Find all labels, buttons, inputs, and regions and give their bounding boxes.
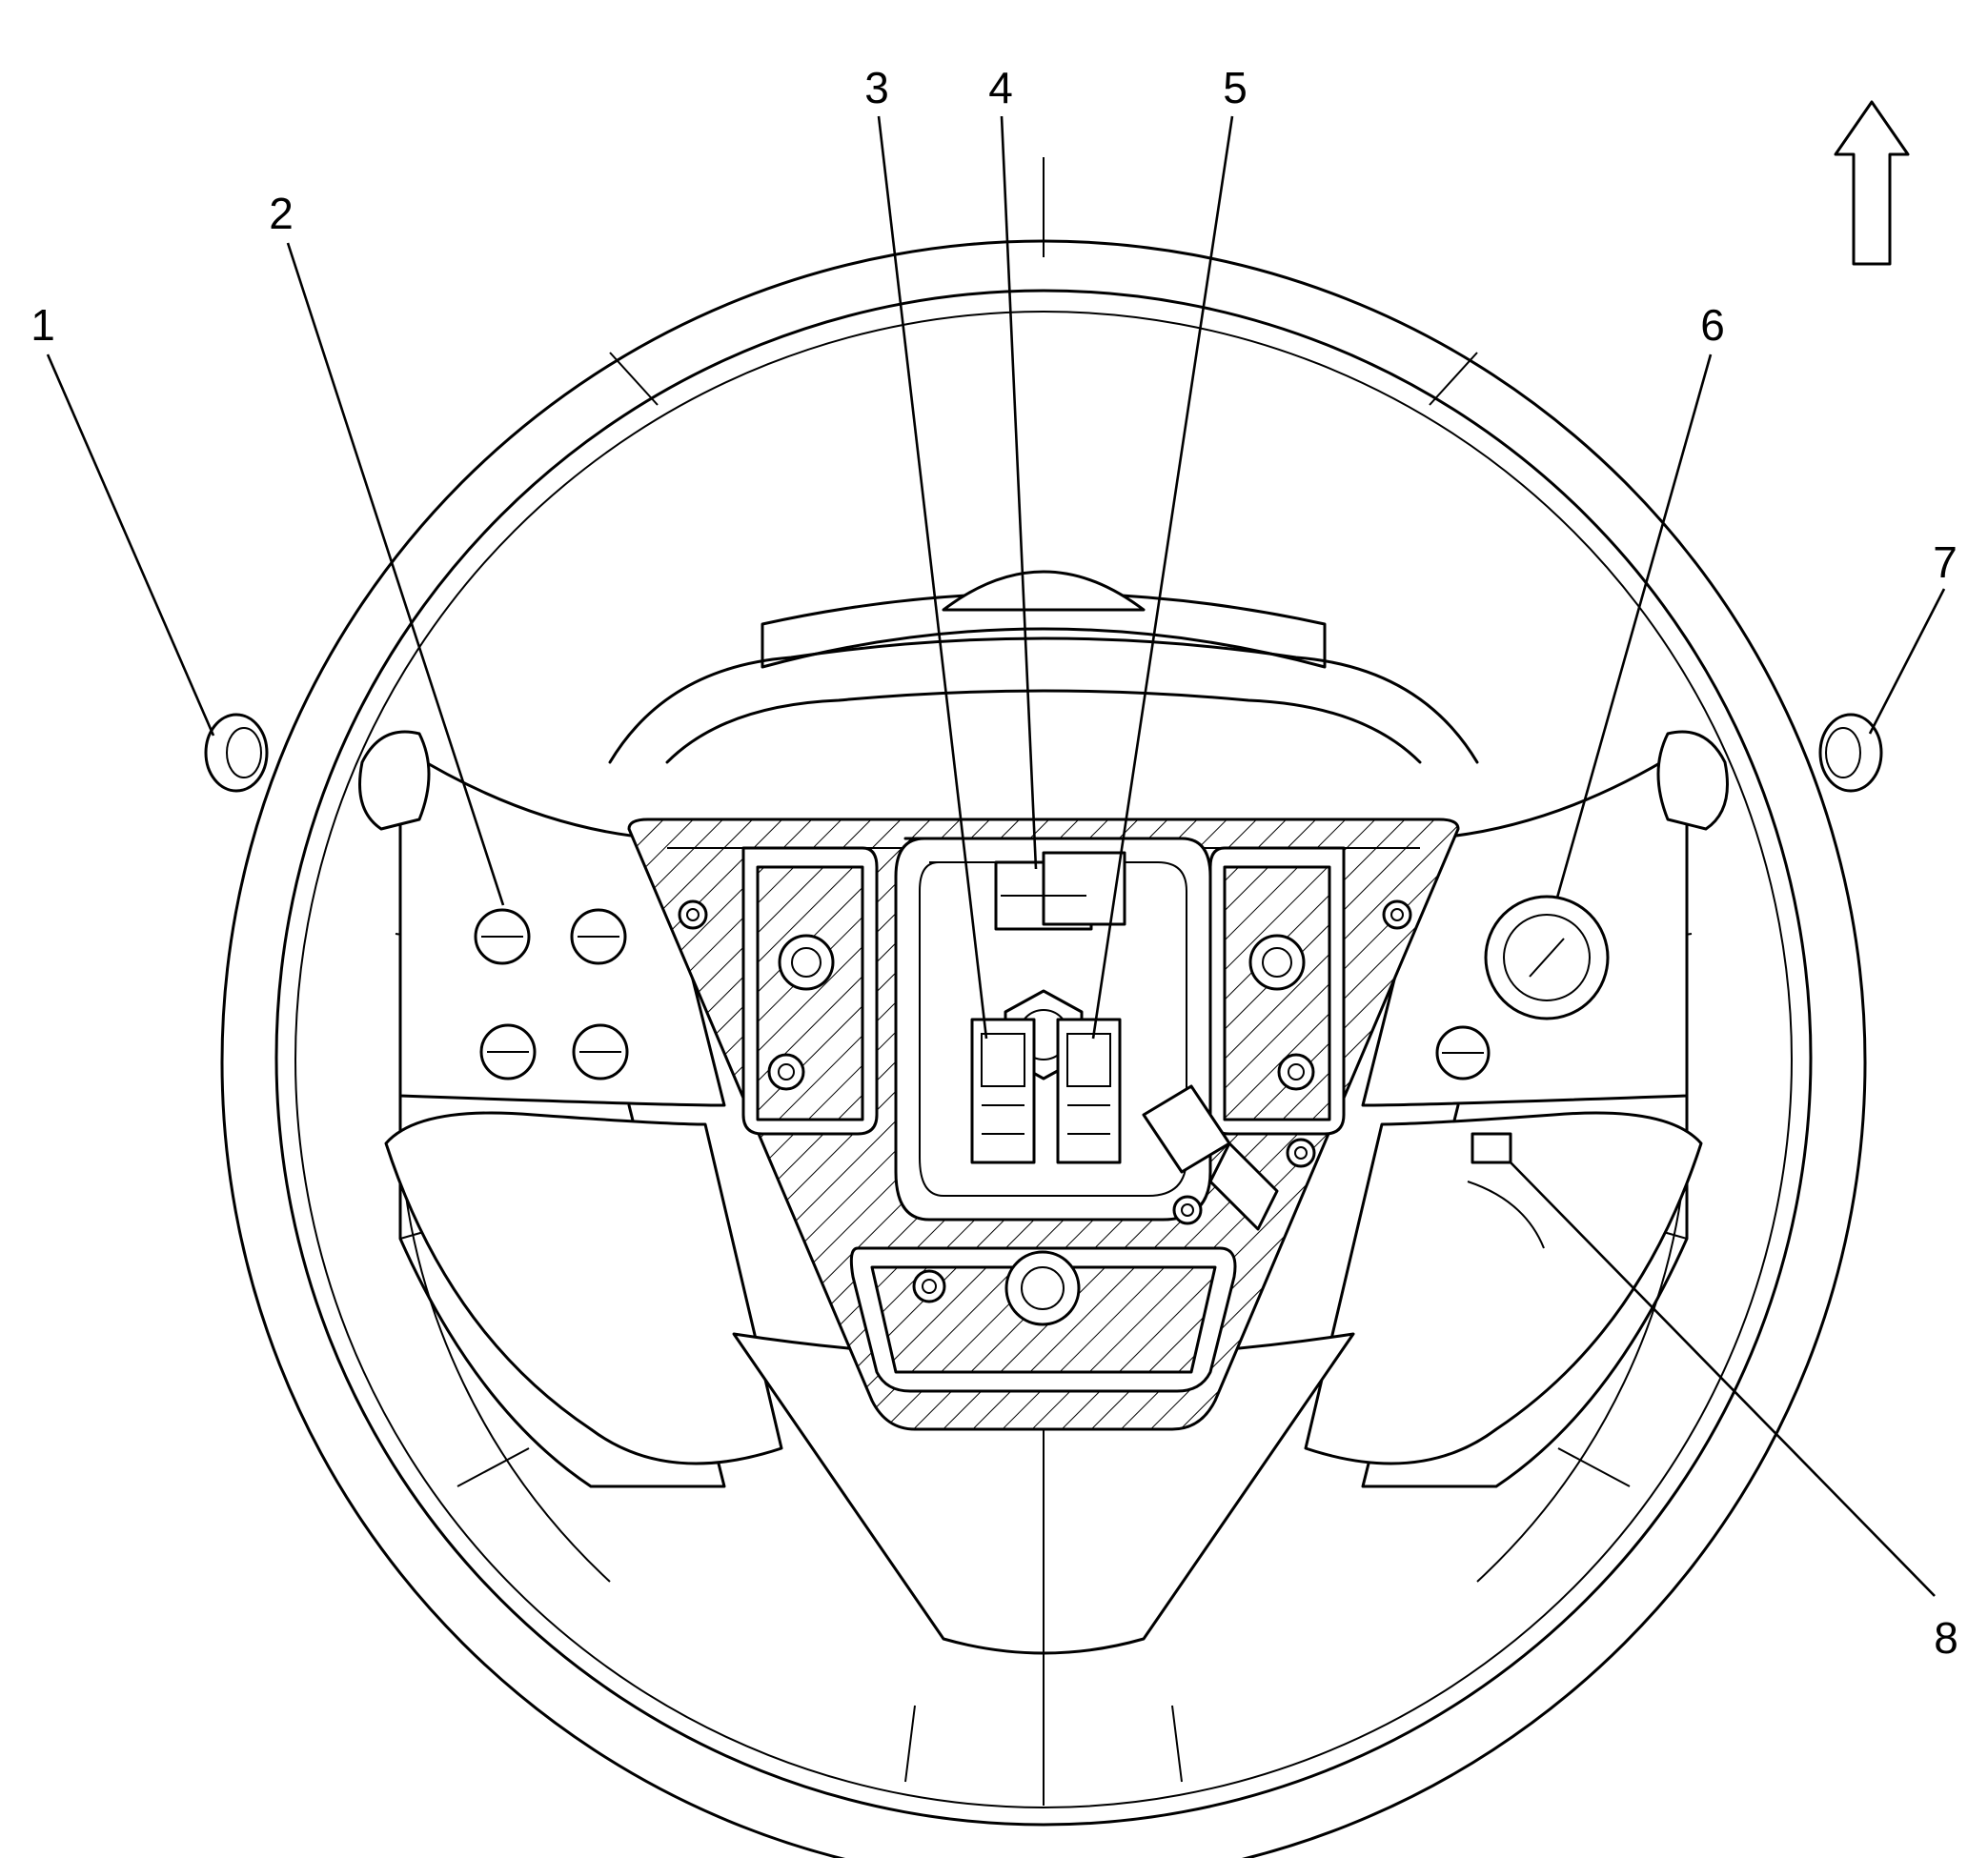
connector-top	[994, 851, 1126, 931]
wheel-back-housing	[608, 570, 1479, 764]
callout-1: 1	[30, 300, 55, 350]
callout-3: 3	[864, 63, 889, 112]
connector-left	[970, 1018, 1036, 1164]
side-harness-connector	[1142, 1084, 1279, 1231]
callout-2: 2	[269, 189, 294, 238]
connector-right	[1056, 1018, 1122, 1164]
callout-5: 5	[1223, 63, 1248, 112]
up-arrow-icon	[1834, 100, 1910, 266]
hub-fasteners	[678, 899, 1412, 1326]
callout-6: 6	[1700, 300, 1725, 350]
callout-7: 7	[1933, 537, 1958, 587]
lower-right-switch	[1467, 1132, 1545, 1249]
callout-labels: 1 2 3 4 5 6 7 8	[30, 63, 1958, 1663]
right-switch-controls	[1435, 895, 1610, 1080]
callout-leaders	[46, 115, 1946, 1597]
left-spoke	[358, 730, 783, 1488]
callout-4: 4	[988, 63, 1013, 112]
callout-8: 8	[1934, 1613, 1958, 1663]
left-paddle-knob	[204, 713, 269, 793]
right-paddle-knob	[1818, 713, 1883, 793]
left-switch-buttons	[474, 908, 629, 1080]
